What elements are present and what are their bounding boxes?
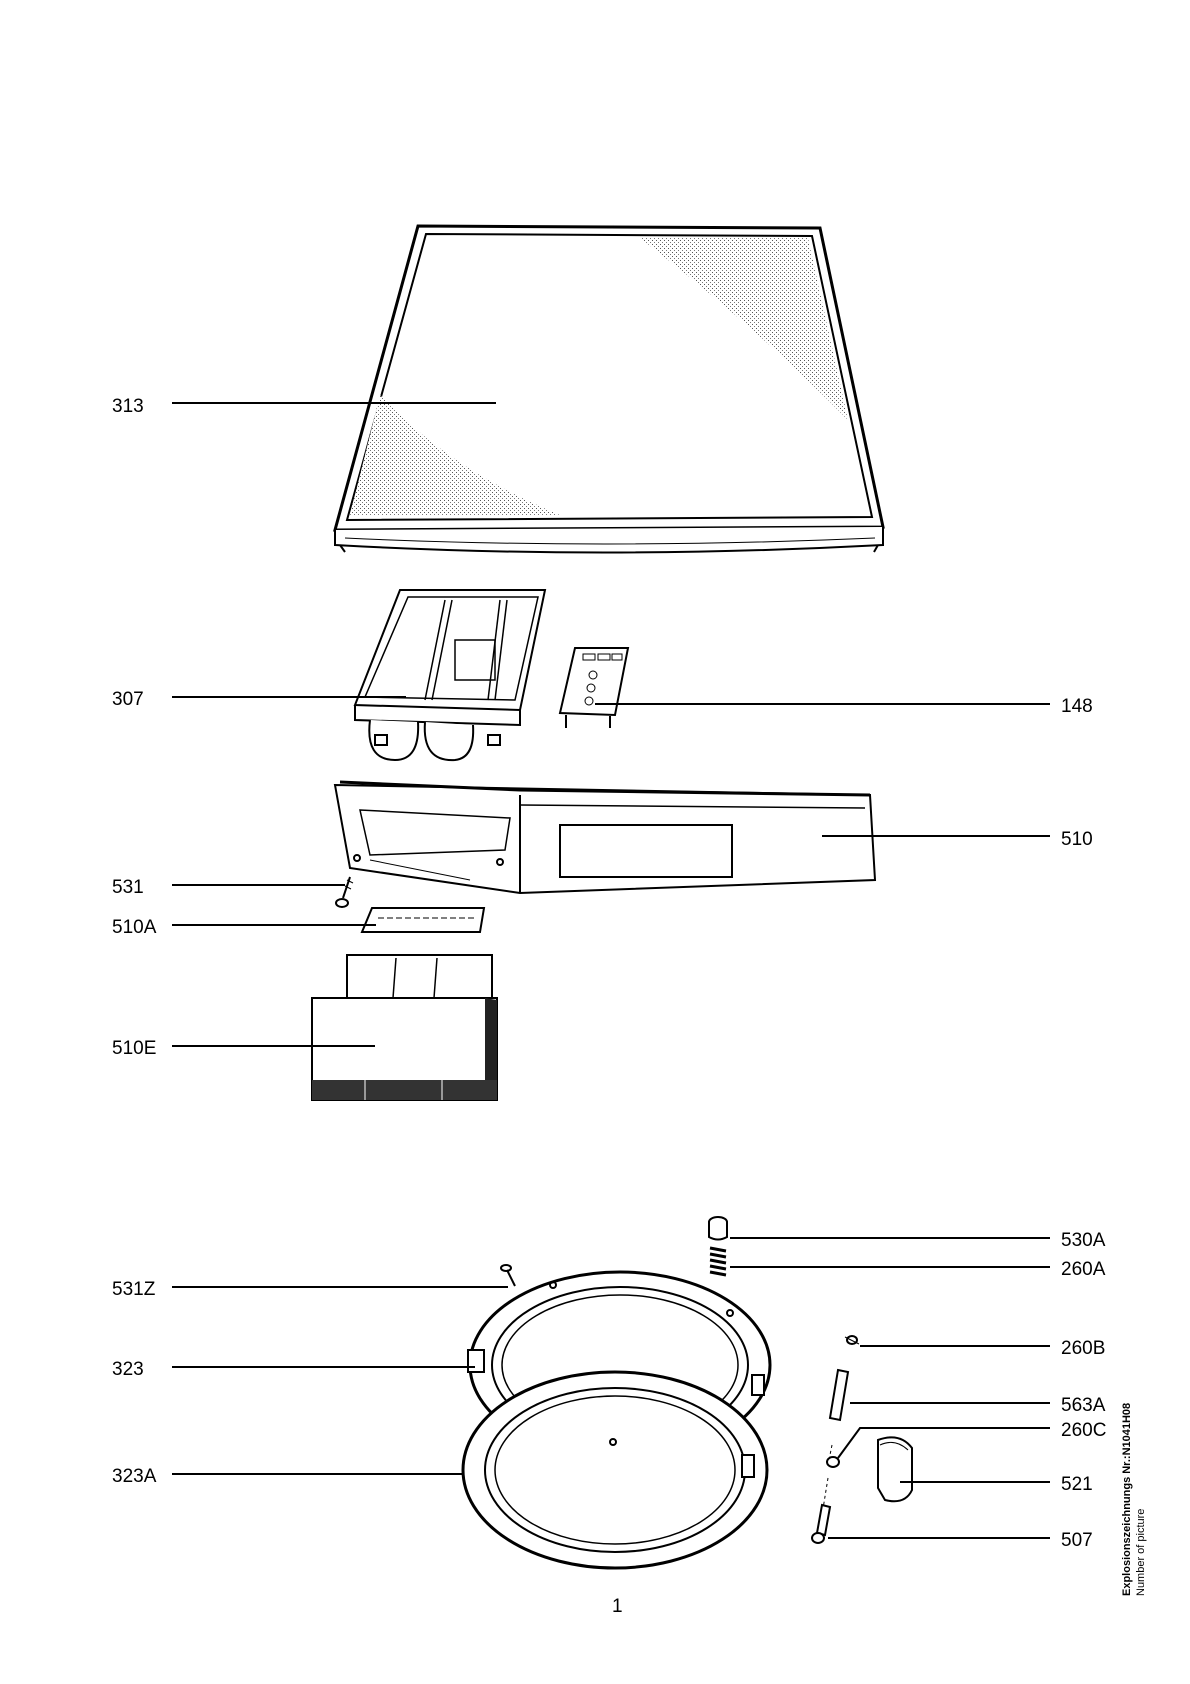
part-control-label bbox=[558, 647, 630, 728]
part-screw bbox=[335, 876, 354, 908]
callout-531: 531 bbox=[112, 877, 144, 898]
callout-507: 507 bbox=[1061, 1530, 1093, 1551]
callout-148: 148 bbox=[1061, 696, 1093, 717]
callout-260C: 260C bbox=[1061, 1420, 1107, 1441]
callout-521: 521 bbox=[1061, 1474, 1093, 1495]
picture-number-caption: Number of picture bbox=[1135, 1508, 1147, 1596]
part-door-handle bbox=[877, 1436, 913, 1503]
page-number: 1 bbox=[612, 1596, 623, 1617]
callout-531Z: 531Z bbox=[112, 1279, 156, 1300]
callout-510: 510 bbox=[1061, 829, 1093, 850]
part-control-fascia bbox=[333, 780, 877, 895]
part-drawer-front bbox=[311, 954, 498, 1101]
part-door-outer-ring bbox=[461, 1370, 769, 1570]
callout-323A: 323A bbox=[112, 1466, 157, 1487]
callout-510A: 510A bbox=[112, 917, 157, 938]
part-hinge-pin-assembly bbox=[811, 1335, 860, 1544]
picture-number-label: Explosionszeichnungs Nr.:N1041H08 bbox=[1121, 1402, 1133, 1596]
callout-260A: 260A bbox=[1061, 1259, 1106, 1280]
callout-307: 307 bbox=[112, 689, 144, 710]
part-indicator-plate bbox=[360, 907, 486, 933]
leader-260C bbox=[837, 1427, 1050, 1459]
callout-530A: 530A bbox=[1061, 1230, 1106, 1251]
part-worktop bbox=[333, 224, 885, 554]
callout-323: 323 bbox=[112, 1359, 144, 1380]
leader-lines bbox=[172, 402, 1050, 1539]
callout-260B: 260B bbox=[1061, 1338, 1106, 1359]
callout-510E: 510E bbox=[112, 1038, 157, 1059]
part-detergent-insert bbox=[353, 589, 547, 762]
callout-313: 313 bbox=[112, 396, 144, 417]
callout-563A: 563A bbox=[1061, 1395, 1106, 1416]
part-cap-spring bbox=[708, 1216, 728, 1277]
part-door-screw bbox=[500, 1264, 516, 1287]
